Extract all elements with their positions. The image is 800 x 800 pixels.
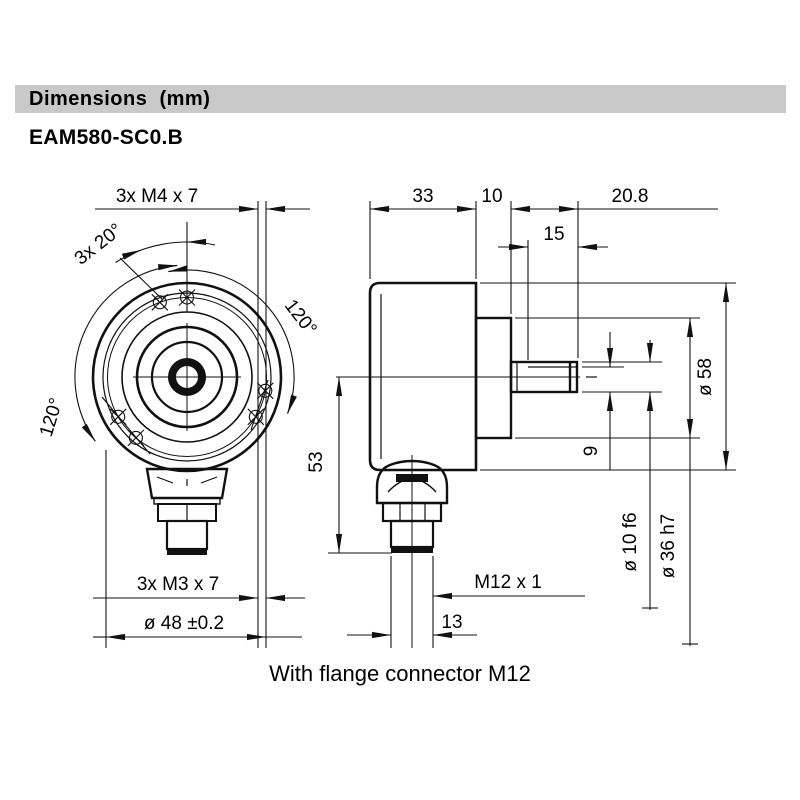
dim-label-m12: M12 x 1 xyxy=(474,572,542,593)
mounting-hole xyxy=(151,293,169,311)
angle-arc-120-right-arrow xyxy=(168,265,188,273)
dimension-lines xyxy=(93,201,736,648)
dim-label-m4: 3x M4 x 7 xyxy=(116,186,198,207)
side-view xyxy=(336,281,597,648)
angle-arc-120-right-arrow xyxy=(287,394,297,414)
front-connector xyxy=(145,467,229,555)
dim-label-15: 15 xyxy=(543,224,564,245)
model-code: EAM580-SC0.B xyxy=(29,126,184,149)
dim-label-53: 53 xyxy=(306,451,327,472)
dim-label-20-8: 20.8 xyxy=(612,186,649,207)
connector-barrel xyxy=(165,519,209,551)
leader-line-angle-pairs xyxy=(119,257,164,301)
drawing-caption: With flange connector M12 xyxy=(269,661,531,686)
dim-label-d36: ø 36 h7 xyxy=(658,514,679,578)
connector-collar-detail xyxy=(200,476,218,484)
side-connector xyxy=(375,455,449,648)
section-header: Dimensions (mm) xyxy=(15,85,786,113)
angle-arc-20 xyxy=(115,241,216,263)
angle-arc-120-right xyxy=(168,269,295,414)
angle-arc-120-left-arrow xyxy=(157,264,178,271)
connector-collar-detail xyxy=(156,476,174,484)
side-body xyxy=(368,281,478,472)
dim-label-9: 9 xyxy=(581,446,602,457)
dim-label-13: 13 xyxy=(441,612,462,633)
dim-label-d48: ø 48 ±0.2 xyxy=(144,613,224,634)
connector-tip xyxy=(167,549,207,555)
radial-line-right xyxy=(250,379,269,431)
dimension-labels: 3x M4 x 7 3x 20° 120° 120° 3x M3 x 7 ø 4… xyxy=(36,186,716,634)
angle-arc-120-left-arrow xyxy=(81,423,96,442)
angle-arc-20-arrow xyxy=(121,249,141,260)
dim-label-33: 33 xyxy=(412,186,433,207)
dim-label-d10: ø 10 f6 xyxy=(620,512,641,571)
front-view xyxy=(74,222,297,555)
dim-label-10: 10 xyxy=(481,186,502,207)
section-header-title: Dimensions (mm) xyxy=(29,87,211,110)
dim-label-m3: 3x M3 x 7 xyxy=(137,574,219,595)
angle-arc-20-arrow xyxy=(186,238,207,246)
dim-label-120-left: 120° xyxy=(36,396,68,440)
mounting-hole xyxy=(256,382,274,400)
dim-label-angle-pairs: 3x 20° xyxy=(71,220,127,270)
side-flange xyxy=(474,316,513,440)
radial-line-lower-left xyxy=(101,396,151,455)
angle-arc-120-left xyxy=(74,264,178,442)
connector-collar xyxy=(145,467,229,500)
dim-label-120-right: 120° xyxy=(280,296,321,340)
dim-label-d58: ø 58 xyxy=(695,358,716,396)
